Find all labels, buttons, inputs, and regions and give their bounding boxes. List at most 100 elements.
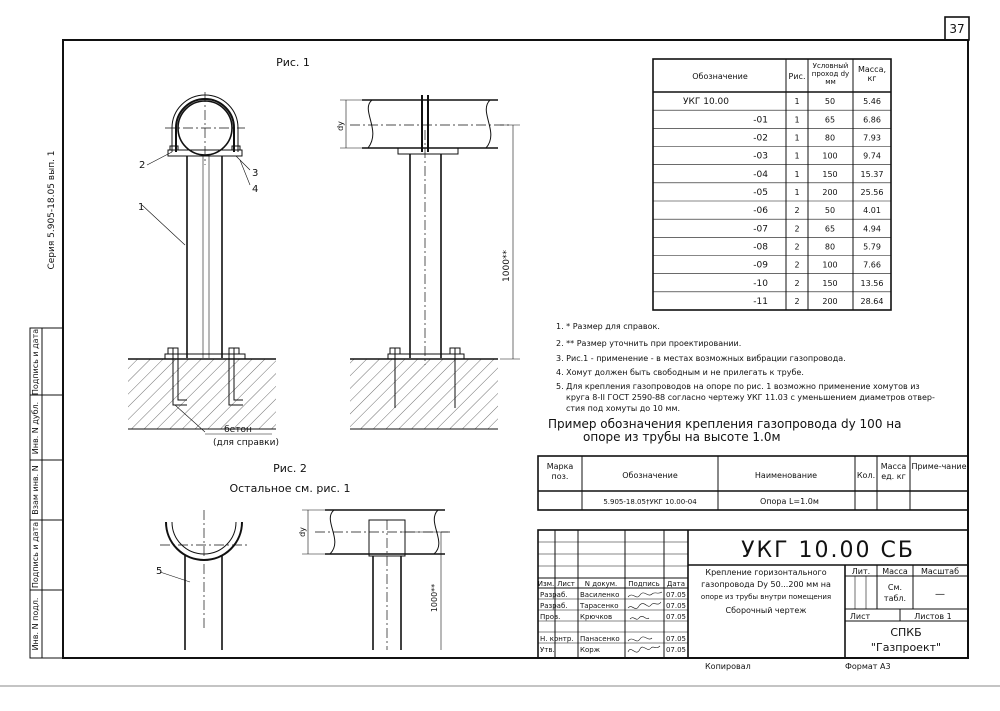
- format-label: Формат А3: [845, 662, 891, 671]
- tb-person: Василенко: [580, 591, 619, 599]
- stamp-dup-inv: Инв. N дубл.: [31, 402, 40, 454]
- spec-cell-designation: -10: [753, 279, 768, 289]
- note-5-cont-2: стия под хомуты до 10 мм.: [566, 404, 680, 413]
- dim-dy-fig2: dу: [298, 527, 307, 537]
- fig1-front-view: Рис. 1 1 2 3 4: [128, 56, 310, 448]
- callout-3: 3: [252, 168, 258, 179]
- spec-header-dn: Условный проход dу мм: [811, 62, 850, 86]
- signatures: [627, 591, 663, 653]
- spec-cell-mass: 5.46: [863, 97, 881, 106]
- parts-header-note: Приме-чание: [911, 462, 967, 471]
- fig2-subtitle: Остальное см. рис. 1: [229, 482, 350, 495]
- tb-role: Пров.: [540, 613, 560, 621]
- spec-cell-fig: 1: [794, 133, 799, 142]
- tb-scale-value: —: [935, 589, 945, 600]
- spec-cell-designation: -01: [753, 115, 768, 125]
- tb-desc-1: Крепление горизонтального: [705, 568, 826, 577]
- copied-label: Копировал: [705, 662, 751, 671]
- tb-org-2: "Газпроект": [871, 641, 941, 654]
- tb-date: 07.05: [666, 602, 686, 610]
- drawing-code: УКГ 10.00 СБ: [741, 538, 915, 563]
- spec-cell-fig: 1: [794, 97, 799, 106]
- tb-desc-2: газопровода Dу 50...200 мм на: [701, 580, 831, 589]
- tb-lit: Лит.: [852, 567, 870, 576]
- spec-cell-fig: 1: [794, 170, 799, 179]
- notes: 1. * Размер для справок. 2. ** Размер ут…: [548, 322, 935, 444]
- tb-person: Корж: [580, 646, 601, 654]
- stamp-sign-date-2: Подпись и дата: [31, 329, 40, 395]
- spec-header-fig: Рис.: [789, 72, 806, 81]
- spec-cell-dn: 65: [825, 224, 835, 233]
- spec-cell-mass: 13.56: [861, 279, 884, 288]
- tb-person: Тарасенко: [579, 602, 619, 610]
- callout-1: 1: [138, 202, 144, 213]
- parts-header-designation: Обозначение: [622, 471, 678, 480]
- spec-cell-mass: 28.64: [861, 297, 884, 306]
- tb-h-sign: Подпись: [628, 580, 660, 588]
- tb-role: Разраб.: [540, 602, 568, 610]
- tb-person: Крючков: [580, 613, 612, 621]
- spec-cell-designation: -03: [753, 152, 768, 162]
- note-1: 1. * Размер для справок.: [556, 322, 660, 331]
- spec-cell-dn: 200: [822, 297, 837, 306]
- dim-dy-fig1: dу: [336, 121, 345, 131]
- stamp-replace-inv: Взам инв. N: [31, 465, 40, 514]
- spec-cell-fig: 2: [794, 297, 799, 306]
- parts-header-mark: Марка поз.: [546, 462, 574, 481]
- spec-cell-mass: 4.01: [863, 206, 881, 215]
- tb-scale: Масштаб: [921, 567, 959, 576]
- tb-person: Панасенко: [580, 635, 620, 643]
- note-5: 5. Для крепления газопроводов на опоре п…: [556, 382, 920, 391]
- spec-cell-dn: 150: [822, 170, 837, 179]
- dim-height-fig1: 1000**: [502, 250, 512, 282]
- spec-header-mass: Масса, кг: [857, 65, 887, 83]
- concrete-label: бетон: [224, 425, 252, 435]
- spec-cell-mass: 15.37: [861, 170, 884, 179]
- side-stamp: Инв. N подл. Подпись и дата Взам инв. N …: [29, 327, 64, 659]
- tb-mass: Масса: [882, 567, 908, 576]
- spec-cell-designation: -11: [753, 297, 768, 307]
- callout-5: 5: [156, 566, 162, 577]
- tb-see-1: См.: [888, 583, 902, 592]
- spec-cell-mass: 25.56: [861, 188, 884, 197]
- spec-cell-designation: -06: [753, 206, 768, 216]
- tb-org-1: СПКБ: [890, 626, 921, 639]
- series-label: Серия 5.905-18.05 вып. 1: [47, 150, 57, 269]
- spec-cell-dn: 100: [822, 152, 837, 161]
- tb-sheets: Листов 1: [914, 612, 952, 621]
- spec-cell-dn: 50: [825, 206, 835, 215]
- spec-cell-dn: 150: [822, 279, 837, 288]
- tb-role: Утв.: [540, 646, 555, 654]
- tb-date: 07.05: [666, 613, 686, 621]
- tb-date: 07.05: [666, 591, 686, 599]
- spec-cell-dn: 50: [825, 97, 835, 106]
- fig1-side-view: dу 1000**: [336, 95, 520, 430]
- sheet-frame: 37: [0, 16, 1000, 687]
- stamp-sign-date-1: Подпись и дата: [31, 522, 40, 588]
- stamp-inv-orig: Инв. N подл.: [31, 598, 40, 651]
- spec-cell-fig: 1: [794, 188, 799, 197]
- spec-cell-designation: -08: [753, 242, 768, 252]
- parts-row-name: Опора L=1.0м: [760, 497, 819, 506]
- note-3: 3. Рис.1 - применение - в местах возможн…: [556, 354, 846, 363]
- spec-cell-mass: 6.86: [863, 115, 881, 124]
- note-5-cont-1: круга 8-II ГОСТ 2590-88 согласно чертежу…: [566, 393, 935, 402]
- spec-cell-dn: 80: [825, 133, 835, 142]
- spec-header-designation: Обозначение: [692, 72, 748, 81]
- tb-h-doc: N докум.: [585, 580, 617, 588]
- spec-cell-dn: 65: [825, 115, 835, 124]
- spec-cell-designation: УКГ 10.00: [683, 97, 729, 107]
- spec-cell-mass: 5.79: [863, 242, 881, 251]
- tb-sheet: Лист: [850, 612, 871, 621]
- dim-height-fig2: 1000**: [430, 584, 439, 612]
- spec-cell-mass: 7.66: [863, 261, 881, 270]
- tb-date: 07.05: [666, 635, 686, 643]
- tb-desc-4: Сборочный чертеж: [726, 606, 807, 615]
- parts-header-name: Наименование: [755, 471, 817, 480]
- spec-cell-fig: 2: [794, 242, 799, 251]
- callout-2: 2: [139, 160, 145, 171]
- title-block: Изм. Лист N докум. Подпись Дата Разраб.В…: [537, 529, 969, 659]
- spec-cell-mass: 4.94: [863, 224, 881, 233]
- parts-header-qty: Кол.: [857, 471, 875, 480]
